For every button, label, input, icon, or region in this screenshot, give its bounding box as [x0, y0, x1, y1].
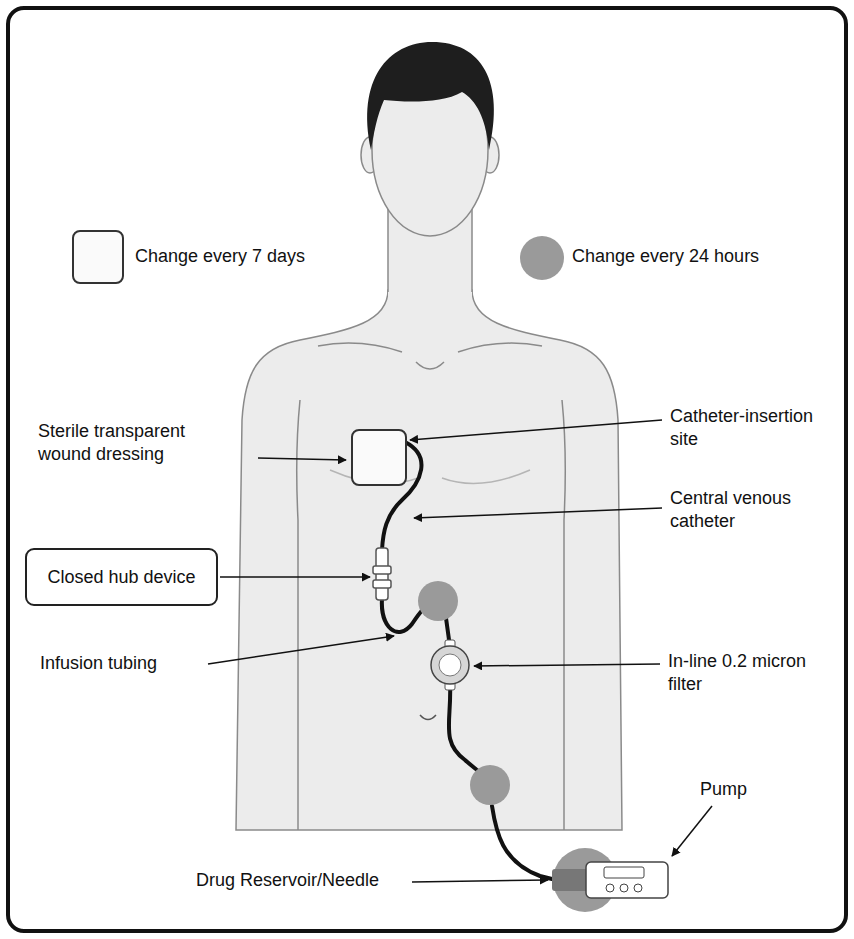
legend-text: Change every 7 days: [135, 246, 305, 267]
change-24h-marker: [418, 581, 458, 621]
component-box: Closed hub device: [25, 548, 218, 606]
legend-square-swatch: [72, 230, 124, 284]
pump-assembly: [552, 848, 668, 912]
change-24h-marker: [470, 765, 510, 805]
legend-text: Change every 24 hours: [572, 246, 759, 267]
hub-device: [373, 548, 391, 600]
wound-dressing: [352, 430, 406, 485]
hair: [367, 42, 494, 150]
part-label: Sterile transparent wound dressing: [38, 420, 238, 467]
legend-circle-swatch: [520, 236, 564, 280]
inline-filter: [431, 640, 469, 690]
part-label: Catheter-insertion site: [670, 405, 835, 452]
part-label: Drug Reservoir/Needle: [196, 869, 411, 892]
part-label: Infusion tubing: [40, 652, 210, 675]
part-label: In-line 0.2 micron filter: [668, 650, 838, 697]
leader-arrows: [208, 420, 712, 882]
part-label: Central venous catheter: [670, 487, 835, 534]
frame: [8, 8, 846, 931]
component-name: Closed hub device: [47, 567, 195, 588]
part-label: Pump: [700, 778, 780, 801]
body-silhouette: [236, 64, 622, 830]
catheter-line: [382, 442, 556, 880]
